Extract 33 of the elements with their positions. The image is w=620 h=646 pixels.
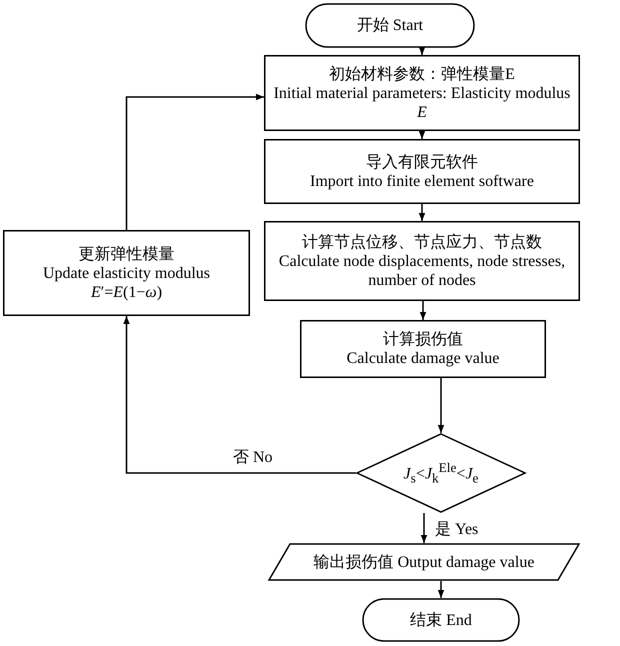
node-text: 开始 Start <box>356 16 424 35</box>
end-terminal <box>362 598 520 642</box>
arrow <box>418 131 426 139</box>
node-text: 计算节点位移、节点应力、节点数 <box>301 232 543 252</box>
node-text: J$_{s}$<J$_{k}$$^{Ele}$<J$_{e}$ <box>404 459 478 488</box>
node-text: Import into finite element software <box>309 172 535 190</box>
arrow <box>438 581 444 598</box>
node-text: 更新弹性模量 <box>78 244 176 264</box>
arrow <box>418 204 426 221</box>
process-box <box>3 230 250 316</box>
arrow <box>418 47 426 55</box>
node-text: 计算损伤值 <box>382 330 464 349</box>
arrow <box>123 316 356 474</box>
process-box <box>300 320 546 378</box>
node-text: 结束 End <box>410 610 472 630</box>
output-parallelogram <box>268 543 580 581</box>
node-text: 输出损伤值 Output damage value <box>314 552 534 572</box>
node-text: Calculate damage value <box>346 349 500 368</box>
arrow <box>420 301 426 320</box>
arrow <box>438 378 444 433</box>
node-text: 导入有限元软件 <box>365 152 479 172</box>
node-text: Calculate node displacements, node stresses, number of nodes <box>278 252 566 290</box>
process-box <box>264 139 580 204</box>
node-text: Update elasticity modulus <box>42 264 212 282</box>
node-text: Initial material parameters: Elasticity modulus E <box>272 84 572 122</box>
node-text: E′=E(1−ω) <box>90 282 164 302</box>
decision-diamond <box>356 433 526 513</box>
arrow <box>126 94 264 230</box>
arrow <box>420 513 428 543</box>
process-box <box>264 55 580 131</box>
start-terminal <box>305 3 475 48</box>
process-box <box>264 221 580 301</box>
node-text: 初始材料参数：弹性模量E <box>328 64 516 84</box>
